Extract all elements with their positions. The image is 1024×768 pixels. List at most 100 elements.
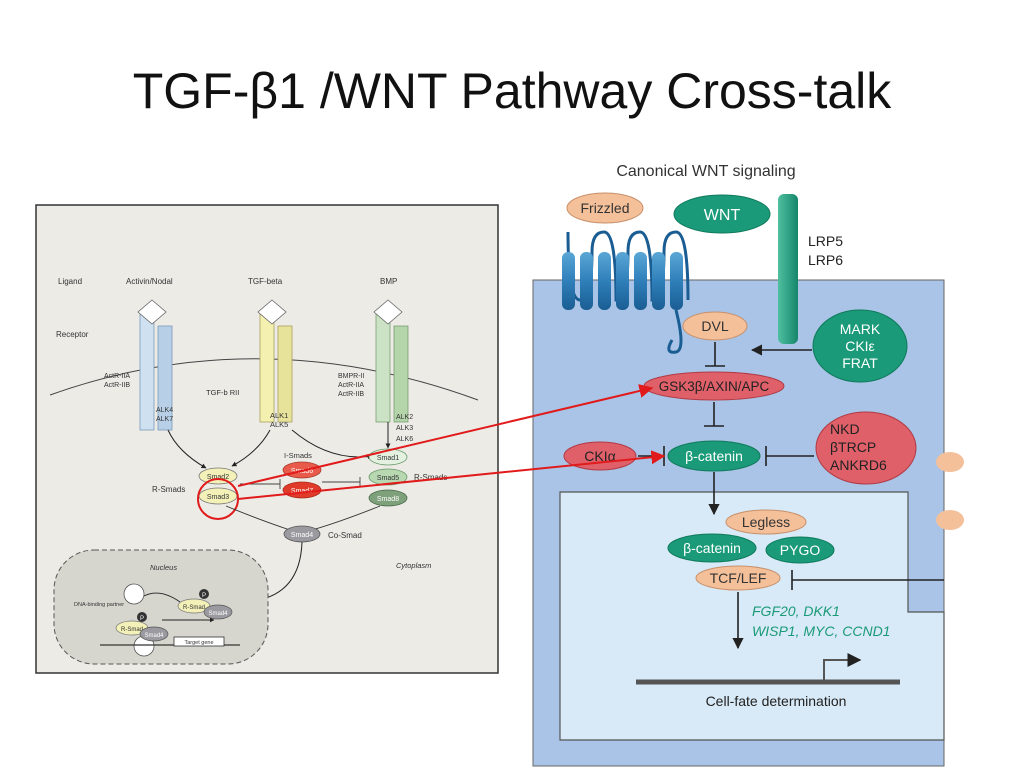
smad8-node: Smad8 bbox=[368, 489, 408, 507]
svg-text:GSK3β/AXIN/APC: GSK3β/AXIN/APC bbox=[659, 379, 770, 394]
activin-receptor bbox=[137, 299, 173, 431]
wnt-ligand-node: WNT bbox=[673, 194, 771, 234]
smad2-node: Smad2 bbox=[198, 467, 238, 485]
bmp-receptor bbox=[373, 299, 409, 423]
i-smads-label: I-Smads bbox=[284, 451, 312, 460]
smad2-to-gsk3b-arrow bbox=[237, 384, 654, 487]
edge-orange-node-2 bbox=[936, 510, 964, 530]
transcription-arrow bbox=[823, 653, 862, 682]
svg-text:P: P bbox=[140, 616, 144, 622]
alk3-label: ALK3 bbox=[396, 425, 413, 432]
lrp5-label: LRP5 bbox=[808, 233, 843, 249]
tcf-lef-node: TCF/LEF bbox=[695, 565, 781, 591]
svg-text:TCF/LEF: TCF/LEF bbox=[710, 570, 767, 586]
svg-text:MARK: MARK bbox=[840, 321, 881, 337]
nuclear-rsmad-complex-2: R-Smad Smad4 P bbox=[115, 612, 169, 642]
svg-text:βTRCP: βTRCP bbox=[830, 439, 876, 455]
actr-iia-label: ActR-IIA bbox=[104, 373, 130, 380]
svg-text:Smad8: Smad8 bbox=[377, 496, 399, 503]
tgf-receptor bbox=[257, 299, 293, 423]
svg-text:R-Smad: R-Smad bbox=[183, 605, 205, 611]
svg-text:CKIα: CKIα bbox=[584, 448, 615, 464]
svg-text:Smad1: Smad1 bbox=[377, 455, 399, 462]
wnt-panel-title: Canonical WNT signaling bbox=[616, 163, 795, 180]
bmp-actr-iia-label: ActR-IIA bbox=[338, 382, 364, 389]
dna-binding-partner-1 bbox=[123, 583, 145, 605]
r-smads-right-label: R-Smads bbox=[414, 473, 447, 482]
ligand-tgf-label: TGF-beta bbox=[248, 277, 283, 286]
svg-text:β-catenin: β-catenin bbox=[685, 448, 743, 464]
smad7-node: Smad7 bbox=[282, 481, 322, 499]
nuclear-rsmad-complex-1: R-Smad Smad4 P bbox=[177, 589, 233, 620]
receptor-label: Receptor bbox=[56, 330, 89, 339]
lrp6-label: LRP6 bbox=[808, 252, 843, 268]
alk4-label: ALK4 bbox=[156, 407, 173, 414]
destruction-complex-node: GSK3β/AXIN/APC bbox=[643, 371, 785, 401]
smad4-node: Smad4 bbox=[283, 525, 321, 543]
ligand-activin-label: Activin/Nodal bbox=[126, 277, 173, 286]
dvl-inhibition bbox=[705, 342, 725, 367]
nuclear-shuttle-arrows bbox=[143, 592, 214, 620]
tcf-inhibition bbox=[791, 570, 944, 590]
legless-node: Legless bbox=[725, 509, 807, 535]
mark-ckie-frat-node: MARK CKIε FRAT bbox=[812, 309, 908, 383]
alk7-label: ALK7 bbox=[156, 416, 173, 423]
alk5-label: ALK5 bbox=[270, 420, 288, 429]
frizzled-node: Frizzled bbox=[566, 192, 644, 224]
smad5-node: Smad5 bbox=[368, 468, 408, 486]
svg-text:Smad4: Smad4 bbox=[291, 532, 313, 539]
lrp5-6-receptor bbox=[778, 194, 798, 344]
wnt-panel: Canonical WNT signaling Frizzled WNT LRP… bbox=[532, 163, 964, 767]
nkd-inhibition bbox=[765, 446, 814, 466]
smad3-to-beta-catenin-arrow bbox=[237, 450, 666, 500]
svg-text:NKD: NKD bbox=[830, 421, 860, 437]
target-gene-box bbox=[173, 636, 225, 647]
alk2-label: ALK2 bbox=[396, 414, 413, 421]
tgfb-rii-label: TGF-b RII bbox=[206, 388, 239, 397]
alk1-label: ALK1 bbox=[270, 411, 288, 420]
ligand-bmp-label: BMP bbox=[380, 277, 397, 286]
activin-to-smad-arrow bbox=[167, 429, 207, 469]
svg-text:Smad4: Smad4 bbox=[144, 633, 164, 639]
wnt-nucleus bbox=[559, 491, 945, 741]
target-genes-line2: WISP1, MYC, CCND1 bbox=[752, 623, 890, 639]
tgf-to-smad-arrow bbox=[231, 429, 271, 467]
nucleus-compartment bbox=[53, 549, 269, 665]
svg-text:DVL: DVL bbox=[701, 318, 728, 334]
actr-iib-label: ActR-IIB bbox=[104, 382, 130, 389]
r-smads-left-label: R-Smads bbox=[152, 485, 185, 494]
nuclear-beta-catenin-node: β-catenin bbox=[667, 533, 757, 563]
svg-text:Smad3: Smad3 bbox=[207, 494, 229, 501]
svg-text:Frizzled: Frizzled bbox=[580, 200, 629, 216]
complex-inhibition bbox=[704, 402, 724, 427]
frizzled-receptor bbox=[562, 230, 690, 354]
svg-text:Smad5: Smad5 bbox=[377, 475, 399, 482]
pygo-node: PYGO bbox=[765, 536, 835, 564]
ckia-node: CKIα bbox=[563, 441, 637, 471]
beta-catenin-node: β-catenin bbox=[667, 440, 761, 472]
svg-text:R-Smad: R-Smad bbox=[121, 627, 143, 633]
dna-binding-label: DNA-binding partner bbox=[74, 602, 124, 608]
bmpr-ii-label: BMPR-II bbox=[338, 373, 365, 380]
svg-text:FRAT: FRAT bbox=[842, 355, 878, 371]
tgf-beta-panel: Ligand Receptor Activin/Nodal TGF-beta B… bbox=[35, 204, 499, 674]
svg-text:P: P bbox=[202, 593, 206, 599]
target-gene-label: Target gene bbox=[184, 640, 213, 646]
co-smad-label: Co-Smad bbox=[328, 531, 362, 540]
target-genes-line1: FGF20, DKK1 bbox=[752, 603, 840, 619]
ligand-label: Ligand bbox=[58, 277, 82, 286]
svg-text:PYGO: PYGO bbox=[780, 542, 821, 558]
svg-text:CKIε: CKIε bbox=[845, 338, 875, 354]
svg-text:WNT: WNT bbox=[704, 207, 741, 224]
svg-text:Smad7: Smad7 bbox=[291, 488, 313, 495]
svg-text:ANKRD6: ANKRD6 bbox=[830, 457, 887, 473]
cytoplasm-label: Cytoplasm bbox=[396, 561, 431, 570]
nkd-btrcp-ankrd6-node: NKD βTRCP ANKRD6 bbox=[815, 411, 917, 485]
edge-orange-node-1 bbox=[936, 452, 964, 472]
smad3-node: Smad3 bbox=[198, 487, 238, 505]
cell-fate-label: Cell-fate determination bbox=[706, 693, 847, 709]
svg-text:Smad2: Smad2 bbox=[207, 474, 229, 481]
bmp-actr-iib-label: ActR-IIB bbox=[338, 391, 364, 398]
svg-text:β-catenin: β-catenin bbox=[683, 540, 741, 556]
